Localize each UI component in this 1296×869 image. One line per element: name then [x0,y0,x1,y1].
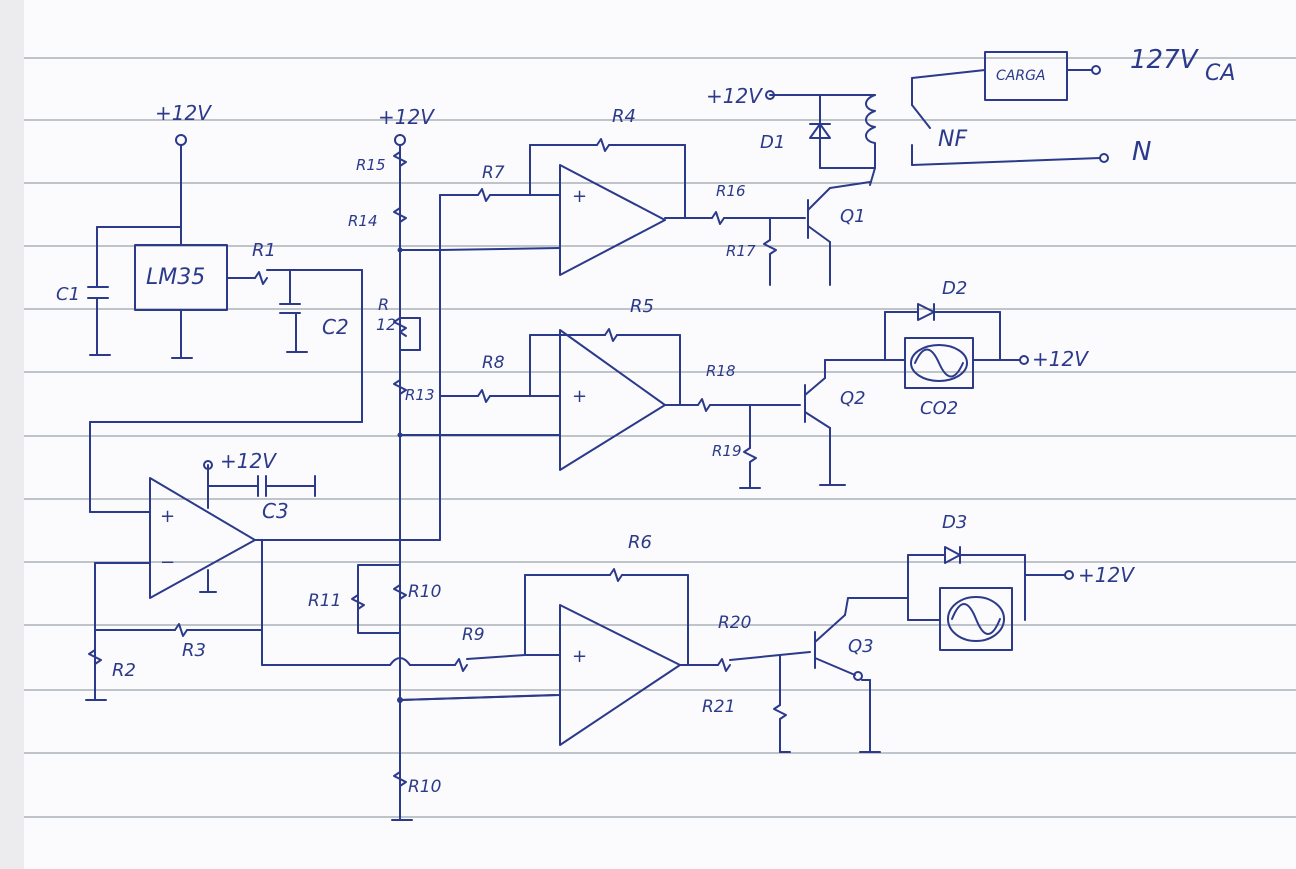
label-vcc-opamp: +12V [220,449,277,473]
input-amplifier [85,460,526,701]
fan-3 [939,587,1013,651]
labels: +12V +12V +12V +12V +12V +12V LM35 C1 C2… [56,45,1235,797]
label-vcc-lm35: +12V [155,101,212,125]
label-r18: R18 [706,362,736,380]
label-r19: R19 [712,442,742,460]
label-r16: R16 [716,182,746,200]
ruled-lines [24,57,1296,818]
label-r4: R4 [612,106,636,127]
label-vcc-divider: +12V [378,105,435,129]
label-r5: R5 [630,296,654,317]
label-r10a: R10 [408,582,441,602]
label-q3: Q3 [848,636,874,657]
co2-fan [904,337,974,389]
label-plus-c3: + [572,646,587,667]
carga-box [984,51,1068,101]
label-r1: R1 [252,240,276,261]
label-d3: D3 [942,512,967,533]
relay-section [765,51,1109,186]
comparator-3 [399,546,1074,753]
label-carga: CARGA [996,68,1046,84]
label-lm35: LM35 [146,265,205,290]
label-co2: CO2 [920,398,958,419]
label-vcc-fan2: +12V [1032,347,1089,371]
label-r11: R11 [308,591,341,611]
label-n: N [1132,137,1151,167]
label-plus-c1: + [572,186,587,207]
label-q2: Q2 [840,388,866,409]
label-d2: D2 [942,278,967,299]
label-c1: C1 [56,284,80,305]
label-plus-c2: + [572,386,587,407]
label-r21: R21 [702,697,735,717]
label-r2: R2 [112,660,136,681]
label-plus-amp: + [160,506,175,527]
label-r12a: R [378,295,389,314]
label-mains-ca: CA [1205,61,1235,86]
label-mains-v: 127V [1130,45,1200,75]
label-c3: C3 [262,499,289,523]
label-r10b: R10 [408,777,441,797]
label-r12b: 12 [376,315,396,334]
page-margin [0,0,24,869]
label-q1: Q1 [840,206,866,227]
label-r20: R20 [718,613,751,633]
comparator-2 [439,303,1029,489]
label-r7: R7 [482,163,505,183]
label-vcc-relay: +12V [706,84,763,108]
label-r8: R8 [482,353,505,373]
label-r9: R9 [462,625,485,645]
comparator-1 [439,138,871,286]
label-r14: R14 [348,212,378,230]
label-r15: R15 [356,156,386,174]
label-minus-amp: − [160,552,175,573]
label-d1: D1 [760,132,785,153]
label-r6: R6 [628,532,652,553]
label-r3: R3 [182,640,206,661]
label-r13: R13 [405,386,435,404]
label-r17: R17 [726,242,756,260]
lm35-section [87,134,363,513]
reference-divider [351,134,556,821]
label-c2: C2 [322,315,349,339]
label-nf: NF [938,127,967,152]
label-vcc-fan3: +12V [1078,563,1135,587]
